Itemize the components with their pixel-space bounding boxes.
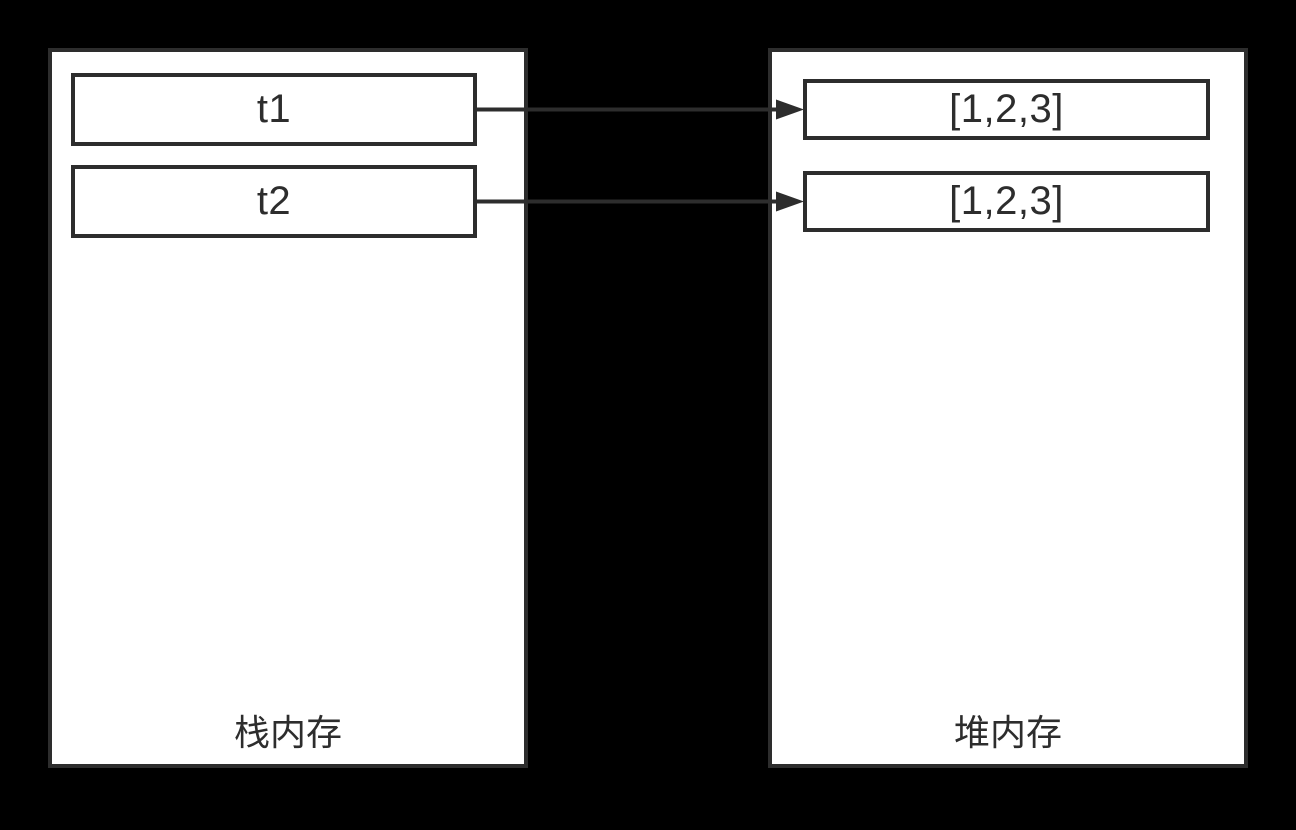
heap-object-2-label: [1,2,3] <box>949 179 1064 223</box>
stack-slot-t1-label: t1 <box>256 87 292 131</box>
heap-object-2: [1,2,3] <box>803 171 1210 232</box>
stack-slot-t2-label: t2 <box>256 179 292 223</box>
stack-slot-t2: t2 <box>71 165 477 238</box>
heap-object-1: [1,2,3] <box>803 79 1210 140</box>
stack-panel-title: 栈内存 <box>233 712 342 753</box>
heap-panel-title: 堆内存 <box>953 712 1062 753</box>
stack-slot-t1: t1 <box>71 73 477 146</box>
heap-object-1-label: [1,2,3] <box>949 87 1064 131</box>
heap-panel: [1,2,3] [1,2,3] 堆内存 <box>768 48 1248 768</box>
stack-panel: t1 t2 栈内存 <box>48 48 528 768</box>
